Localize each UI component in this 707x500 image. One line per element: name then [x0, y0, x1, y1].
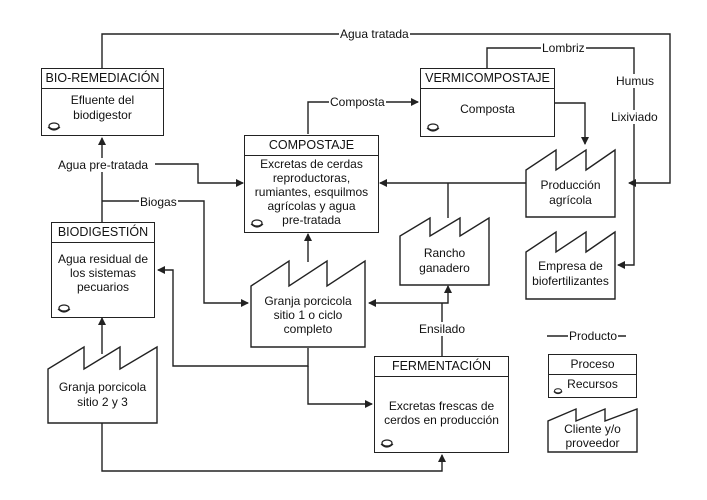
resource-icon — [57, 304, 71, 313]
flow-lombriz — [486, 47, 635, 269]
flow-vermi-produccion — [555, 102, 589, 145]
legend-resources-label: Recursos — [567, 377, 618, 391]
flow-granja23-fermentacion — [101, 423, 446, 472]
process-content: Excretas de cerdas reproductoras, rumian… — [254, 157, 369, 227]
process-content: Composta — [460, 102, 515, 116]
actor-granja-sitio1[interactable]: Granja porcicola sitio 1 o ciclo complet… — [264, 294, 352, 336]
resource-icon — [553, 388, 563, 395]
flow-granja1-biodigestion — [157, 266, 309, 367]
actor-rancho-ganadero-shape — [399, 216, 490, 286]
actor-produccion-agricola[interactable]: Producción agrícola — [540, 178, 601, 207]
flow-label-ensilado: Ensilado — [418, 322, 467, 336]
actor-granja-sitio1-shape — [250, 259, 366, 348]
flow-label-biogas: Biogas — [139, 195, 178, 209]
resource-icon — [426, 123, 440, 132]
flow-ensilado-rancho — [442, 285, 452, 304]
legend-process: Proceso Recursos — [548, 354, 637, 398]
flow-label-agua-tratada: Agua tratada — [339, 27, 410, 41]
actor-produccion-agricola-shape — [525, 148, 616, 218]
actor-empresa-biofertilizantes-shape — [525, 230, 616, 300]
legend-product-label: Producto — [568, 329, 619, 343]
process-title: COMPOSTAJE — [245, 136, 378, 156]
flow-label-composta: Composta — [329, 95, 386, 109]
process-title: VERMICOMPOSTAJE — [421, 69, 554, 89]
process-compostaje[interactable]: COMPOSTAJE Excretas de cerdas reproducto… — [244, 135, 379, 233]
actor-rancho-ganadero[interactable]: Rancho ganadero — [419, 246, 470, 275]
process-title: BIO-REMEDIACIÓN — [42, 69, 163, 89]
resource-icon — [47, 122, 61, 131]
process-title: BIODIGESTIÓN — [52, 223, 154, 243]
flow-granja1-fermentacion — [307, 366, 373, 408]
process-fermentacion[interactable]: FERMENTACIÓN Excretas frescas de cerdos … — [374, 356, 509, 453]
resource-icon — [380, 439, 394, 448]
flow-agua-tratada — [101, 33, 671, 187]
actor-empresa-biofertilizantes[interactable]: Empresa de biofertilizantes — [532, 259, 609, 288]
actor-granja-sitio23[interactable]: Granja porcicola sitio 2 y 3 — [58, 380, 147, 409]
process-content: Excretas frescas de cerdos en producción — [384, 399, 499, 427]
resource-icon — [250, 219, 264, 228]
process-bioremediacion[interactable]: BIO-REMEDIACIÓN Efluente del biodigestor — [41, 68, 164, 136]
process-content: Agua residual de los sistemas pecuarios — [57, 252, 149, 294]
flow-label-lombriz: Lombriz — [541, 41, 586, 55]
process-vermicompostaje[interactable]: VERMICOMPOSTAJE Composta — [420, 68, 555, 137]
legend-process-title: Proceso — [549, 355, 636, 375]
legend-actor-shape — [547, 407, 638, 453]
actor-granja-sitio23-shape — [47, 345, 158, 424]
process-content: Efluente del biodigestor — [70, 93, 135, 122]
process-biodigestion[interactable]: BIODIGESTIÓN Agua residual de los sistem… — [51, 222, 155, 318]
flow-label-lixiviado: Lixiviado — [610, 110, 659, 124]
flow-agua-pretratada — [155, 163, 244, 187]
flow-label-agua-pretratada: Agua pre-tratada — [57, 158, 150, 172]
flow-label-humus: Humus — [615, 74, 656, 88]
legend-actor-label: Cliente y/o proveedor — [564, 422, 621, 450]
process-title: FERMENTACIÓN — [375, 357, 508, 377]
